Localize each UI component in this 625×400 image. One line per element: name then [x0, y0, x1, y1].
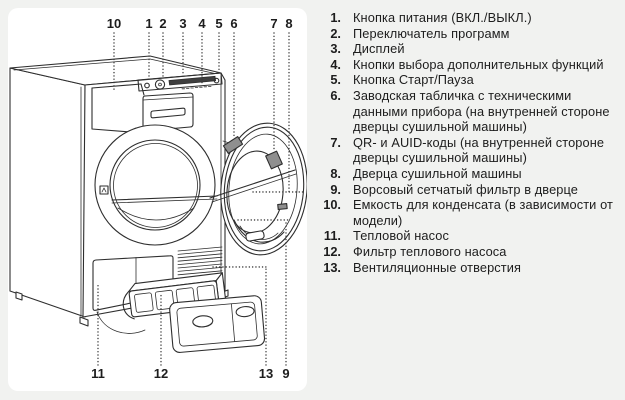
callout-3: 3	[179, 16, 186, 31]
legend-item: 5. Кнопка Старт/Пауза	[321, 72, 621, 88]
callout-1: 1	[145, 16, 152, 31]
callout-8: 8	[285, 16, 292, 31]
control-panel	[137, 72, 223, 92]
display-icon	[168, 75, 217, 86]
legend-item-text: QR- и AUID-коды (на внутренней стороне д…	[353, 134, 605, 166]
legend-item-number: 7.	[330, 134, 341, 150]
legend-item-text: Кнопки выбора дополнительных функций	[353, 56, 604, 72]
option-buttons-icon	[181, 86, 212, 90]
legend-item-text: Фильтр теплового насоса	[353, 243, 507, 259]
power-button-icon	[144, 82, 150, 89]
callout-labels: 10 1 2 3 4 5 6 7 8 11 12 13 9	[91, 16, 292, 381]
legend-item-number: 2.	[330, 25, 341, 41]
brand-logo-icon	[99, 185, 109, 195]
callout-12: 12	[154, 366, 168, 381]
callout-9: 9	[282, 366, 289, 381]
legend-item-text: Заводская табличка с техническими данным…	[353, 87, 610, 135]
legend-item-number: 8.	[330, 165, 341, 181]
door-strut	[209, 169, 296, 199]
legend-item-text: Тепловой насос	[353, 228, 449, 244]
legend-item: 10. Емкость для конденсата (в зависимост…	[321, 197, 621, 228]
legend-item-number: 3.	[330, 41, 341, 57]
dryer-diagram: 10 1 2 3 4 5 6 7 8 11 12 13 9	[9, 16, 307, 381]
legend-item-number: 9.	[330, 181, 341, 197]
legend-item-text: Дверца сушильной машины	[353, 165, 522, 181]
legend-item-number: 5.	[330, 72, 341, 88]
program-knob-icon	[154, 79, 166, 90]
callout-11: 11	[91, 366, 105, 381]
callout-5: 5	[215, 16, 222, 31]
callout-4: 4	[198, 16, 206, 31]
cover-handle-icon	[235, 306, 255, 318]
callout-2: 2	[159, 16, 166, 31]
legend-item-number: 13.	[323, 259, 341, 275]
legend-item: 8. Дверца сушильной машины	[321, 166, 621, 182]
legend-item-number: 12.	[323, 243, 341, 259]
legend-item-number: 6.	[330, 87, 341, 103]
filter-cover-plate	[169, 295, 266, 353]
legend-item: 3. Дисплей	[321, 41, 621, 57]
door-latch-icon	[277, 203, 288, 211]
start-pause-button-icon	[213, 77, 220, 84]
legend-item: 7. QR- и AUID-коды (на внутренней сторон…	[321, 135, 621, 166]
legend-item-text: Кнопка Старт/Пауза	[353, 72, 474, 88]
legend-item-text: Дисплей	[353, 41, 405, 57]
dryer-door	[209, 122, 307, 256]
legend-item: 6. Заводская табличка с техническими дан…	[321, 88, 621, 135]
drum-opening	[94, 124, 218, 246]
callout-13: 13	[259, 366, 273, 381]
legend-item-text: Вентиляционные отверстия	[353, 259, 522, 275]
legend-item-text: Емкость для конденсата (в зависимости от…	[353, 197, 613, 228]
legend-item-text: Кнопка питания (ВКЛ./ВЫКЛ.)	[353, 10, 532, 25]
diagram-card: 10 1 2 3 4 5 6 7 8 11 12 13 9	[8, 8, 307, 391]
legend-item: 12. Фильтр теплового насоса	[321, 244, 621, 260]
legend-item: 9. Ворсовый сетчатый фильтр в дверце	[321, 182, 621, 198]
condensate-container	[91, 83, 194, 134]
callout-7: 7	[270, 16, 277, 31]
legend-item: 13. Вентиляционные отверстия	[321, 260, 621, 276]
legend-item: 1. Кнопка питания (ВКЛ./ВЫКЛ.)	[321, 10, 621, 26]
legend-item: 11. Тепловой насос	[321, 228, 621, 244]
rating-plate-sticker	[222, 136, 244, 154]
legend-item-number: 4.	[330, 56, 341, 72]
legend-item-number: 11.	[323, 228, 341, 244]
leader-lines	[97, 32, 306, 366]
legend-item-number: 1.	[330, 10, 341, 25]
callout-10: 10	[107, 16, 121, 31]
callout-6: 6	[230, 16, 237, 31]
legend-item-text: Ворсовый сетчатый фильтр в дверце	[353, 181, 579, 197]
ventilation-slots	[177, 246, 223, 276]
qr-auid-sticker	[265, 150, 283, 170]
legend-item-number: 10.	[323, 197, 341, 213]
drum-rod	[111, 195, 218, 201]
lint-filter	[233, 219, 285, 243]
parts-legend: 1. Кнопка питания (ВКЛ./ВЫКЛ.) 2. Перекл…	[321, 10, 621, 275]
legend-item: 2. Переключатель программ	[321, 26, 621, 42]
legend-item: 4. Кнопки выбора дополнительных функций	[321, 57, 621, 73]
legend-item-text: Переключатель программ	[353, 25, 510, 41]
